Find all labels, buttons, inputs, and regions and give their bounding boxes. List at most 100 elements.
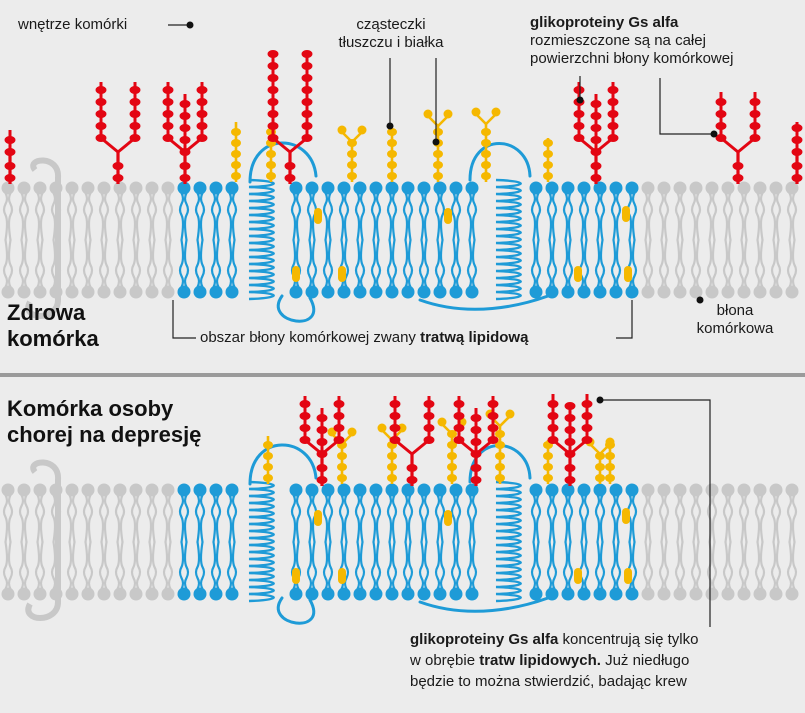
lipid-tail: [162, 191, 169, 242]
lipid-head: [769, 285, 783, 299]
lipid-tail: [791, 493, 798, 544]
particle-bead: [543, 452, 553, 460]
lipid-tail: [663, 540, 670, 591]
lipid-head: [321, 181, 335, 195]
sugar-bead: [607, 134, 619, 142]
lipid-tail: [647, 191, 654, 242]
lipid-tail: [162, 238, 169, 289]
lipid-tail: [87, 493, 94, 544]
sugar-bead: [4, 162, 16, 170]
lipid-head: [593, 285, 607, 299]
sugar-bead: [715, 134, 727, 142]
lipid-tail: [759, 238, 766, 289]
particle-bead: [347, 161, 357, 169]
lipid-head: [465, 181, 479, 195]
lipid-tail: [194, 540, 201, 591]
lipid-tail: [423, 191, 430, 242]
lipid-tail: [370, 540, 377, 591]
lipid-protein-particle: [387, 128, 397, 182]
lipid-molecule: [433, 181, 447, 299]
lipid-tail: [338, 191, 345, 242]
lipid-head: [561, 483, 575, 497]
glycoprotein-gs-alfa: [573, 82, 619, 184]
lipid-tail: [551, 493, 558, 544]
lipid-tail: [71, 238, 78, 289]
lipid-tail: [466, 238, 473, 289]
sugar-bead: [607, 98, 619, 106]
lipid-tail: [210, 540, 217, 591]
sugar-bead: [4, 136, 16, 144]
sugar-bead: [267, 110, 279, 118]
sugar-bead: [791, 174, 803, 182]
lipid-tail: [162, 493, 169, 544]
glycoprotein-gs-alfa: [453, 396, 499, 486]
lipid-tail: [407, 238, 414, 289]
lipid-head: [97, 587, 111, 601]
lipid-tail: [727, 238, 734, 289]
sugar-bead: [4, 174, 16, 182]
lipid-head: [609, 483, 623, 497]
lipid-head: [305, 285, 319, 299]
sugar-bead: [749, 122, 761, 130]
sugar-bead: [333, 424, 345, 432]
particle-bead: [447, 463, 457, 471]
lipid-molecule: [641, 483, 655, 601]
lipid-tail: [34, 540, 41, 591]
lipid-tail: [151, 191, 158, 242]
lipid-head: [785, 483, 799, 497]
lipid-head: [369, 181, 383, 195]
lipid-tail: [642, 238, 649, 289]
sugar-bead: [547, 424, 559, 432]
lipid-head: [385, 181, 399, 195]
sugar-bead: [267, 62, 279, 70]
lipid-tail: [791, 540, 798, 591]
label-gs-bottom-line1: glikoproteiny Gs alfa koncentrują się ty…: [410, 629, 698, 650]
lipid-tail: [727, 493, 734, 544]
lipid-molecule: [369, 483, 383, 601]
lipid-tail: [2, 493, 9, 544]
lipid-head: [577, 587, 591, 601]
lipid-head: [225, 483, 239, 497]
lipid-tail: [114, 191, 121, 242]
lipid-tail: [658, 191, 665, 242]
lipid-tail: [183, 238, 190, 289]
sugar-bead: [581, 424, 593, 432]
sugar-bead: [573, 86, 585, 94]
particle-bead: [495, 474, 505, 482]
sugar-bead: [301, 62, 313, 70]
lipid-tail: [146, 191, 153, 242]
lipid-head: [753, 587, 767, 601]
title-depressed-line2: chorej na depresję: [7, 422, 202, 447]
lipid-tail: [711, 191, 718, 242]
lipid-head: [17, 587, 31, 601]
lipid-tail: [231, 493, 238, 544]
lipid-molecule: [417, 181, 431, 299]
embedded-particle: [624, 568, 632, 584]
lipid-tail: [87, 238, 94, 289]
particle-bead: [447, 441, 457, 449]
label-gs-bottom-text2b: Już niedługo: [600, 652, 690, 669]
lipid-tail: [786, 540, 793, 591]
sugar-bead: [316, 414, 328, 422]
lipid-tail: [402, 191, 409, 242]
lipid-tail: [23, 191, 30, 242]
lipid-tail: [306, 540, 313, 591]
lipid-head: [225, 285, 239, 299]
lipid-head: [33, 587, 47, 601]
lipid-tail: [450, 191, 457, 242]
particle-bead: [263, 463, 273, 471]
lipid-tail: [722, 540, 729, 591]
sugar-bead: [95, 86, 107, 94]
title-healthy-line1: Zdrowa: [7, 300, 86, 325]
lipid-molecule: [129, 483, 143, 601]
label-gs-title: glikoproteiny Gs alfa: [530, 14, 679, 31]
sugar-bead: [389, 436, 401, 444]
sugar-bead: [389, 424, 401, 432]
lipid-molecule: [545, 483, 559, 601]
embedded-particle: [314, 208, 322, 224]
lipid-tail: [423, 540, 430, 591]
sugar-bead: [267, 98, 279, 106]
lipid-tail: [306, 238, 313, 289]
lipid-molecule: [449, 181, 463, 299]
lipid-tail: [663, 238, 670, 289]
